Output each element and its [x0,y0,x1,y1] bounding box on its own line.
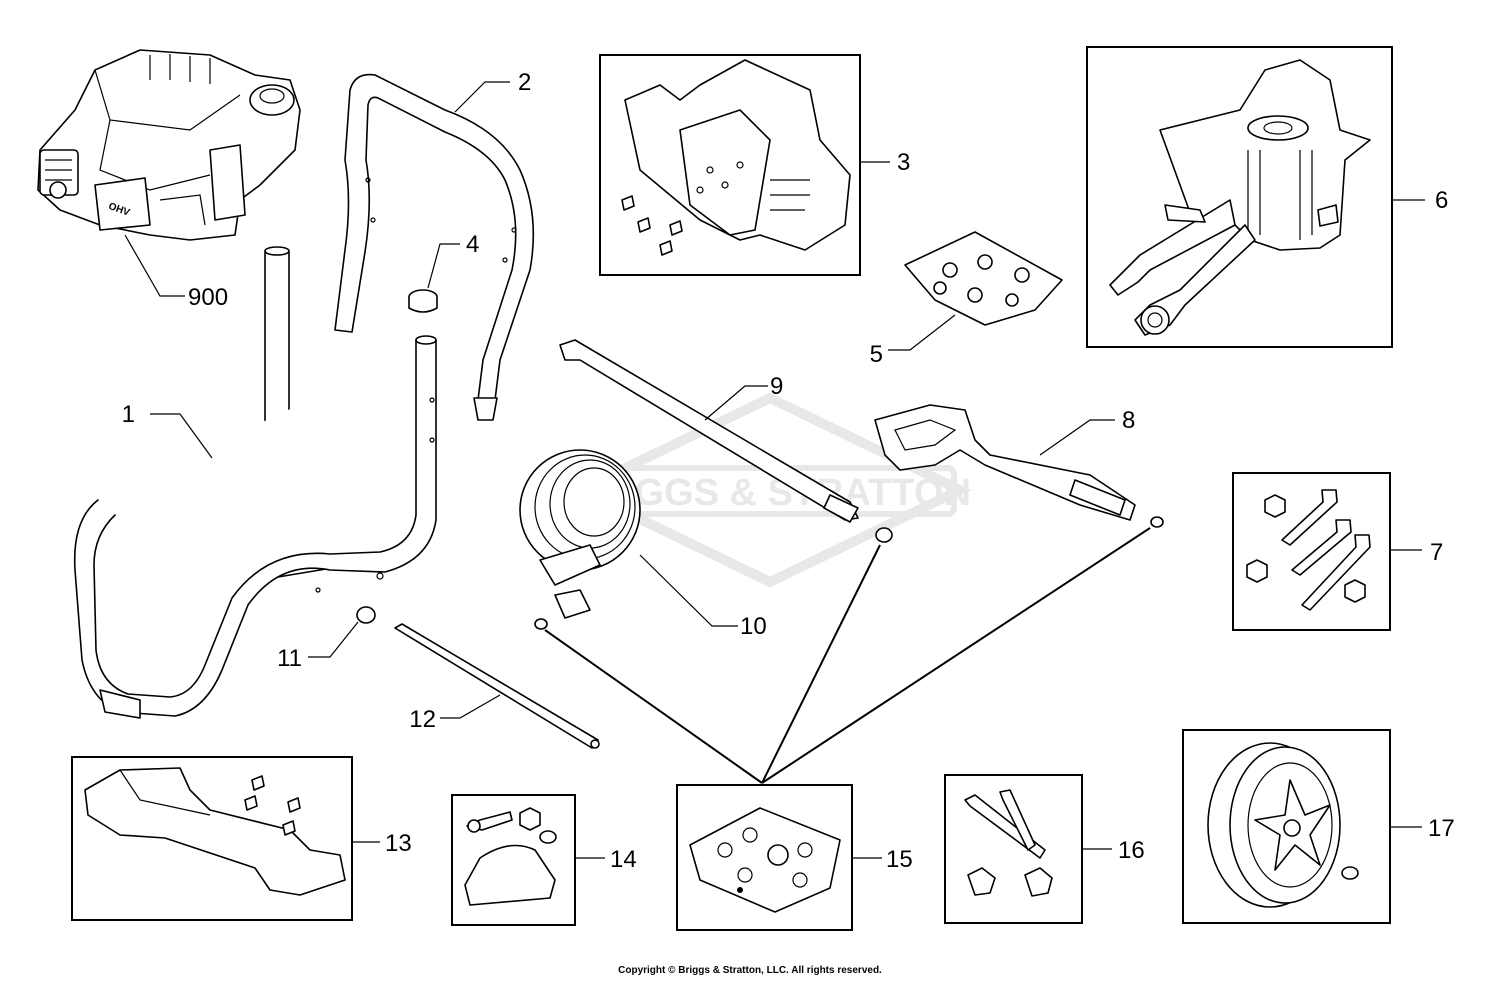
callout-7: 7 [1430,539,1443,566]
copyright-notice: Copyright © Briggs & Stratton, LLC. All … [618,965,882,976]
leader-11 [308,621,359,658]
leader-2 [454,81,510,113]
axle-12[interactable] [394,623,600,749]
leader-8 [1039,419,1115,456]
nozzle-kit-5[interactable] [904,231,1063,326]
kit-line-hose [544,629,763,784]
wheel-17[interactable] [1207,742,1359,908]
bolts-7[interactable] [1246,489,1371,611]
callout-8: 8 [1122,407,1135,434]
knob-kit-16[interactable] [964,789,1053,897]
kit-box-6 [1086,46,1393,348]
cover-13[interactable] [84,767,346,896]
leader-1 [150,413,213,459]
callout-15: 15 [886,846,913,873]
callout-10: 10 [740,613,767,640]
leader-9 [704,385,768,421]
leader-900 [124,234,185,297]
kit-box-7 [1232,472,1391,631]
wand-9[interactable] [559,339,893,543]
kit-box-3 [599,54,861,276]
panel-3[interactable] [621,59,851,256]
cap-4[interactable] [408,289,438,313]
leader-12 [440,694,501,719]
pump-6[interactable] [1109,59,1371,336]
callout-9: 9 [770,373,783,400]
spray-gun-8[interactable] [874,404,1164,528]
leader-5 [888,314,956,351]
callout-2: 2 [518,69,531,96]
leader-10 [639,554,738,627]
callout-13: 13 [385,830,412,857]
callout-5: 5 [870,341,883,368]
callout-17: 17 [1428,815,1455,842]
kit-box-13 [71,756,353,921]
callout-3: 3 [897,149,910,176]
frame-1[interactable] [73,246,437,719]
callout-14: 14 [610,846,637,873]
kit-line-gun [761,527,1151,784]
callout-900: 900 [188,284,228,311]
clip-11[interactable] [356,606,376,624]
callout-16: 16 [1118,837,1145,864]
handle-2[interactable] [334,73,535,421]
leader-4 [427,243,460,289]
callout-4: 4 [466,231,479,258]
hose-10[interactable] [519,449,641,630]
callout-11: 11 [277,645,302,672]
oring-kit-15[interactable] [689,807,841,913]
callout-12: 12 [409,706,436,733]
callout-1: 1 [122,401,135,428]
engine-900[interactable]: OHV [37,49,301,241]
kit-line-wand [761,544,881,784]
kit-box-14 [451,794,576,926]
callout-6: 6 [1435,187,1448,214]
foot-kit-14[interactable] [464,807,557,906]
